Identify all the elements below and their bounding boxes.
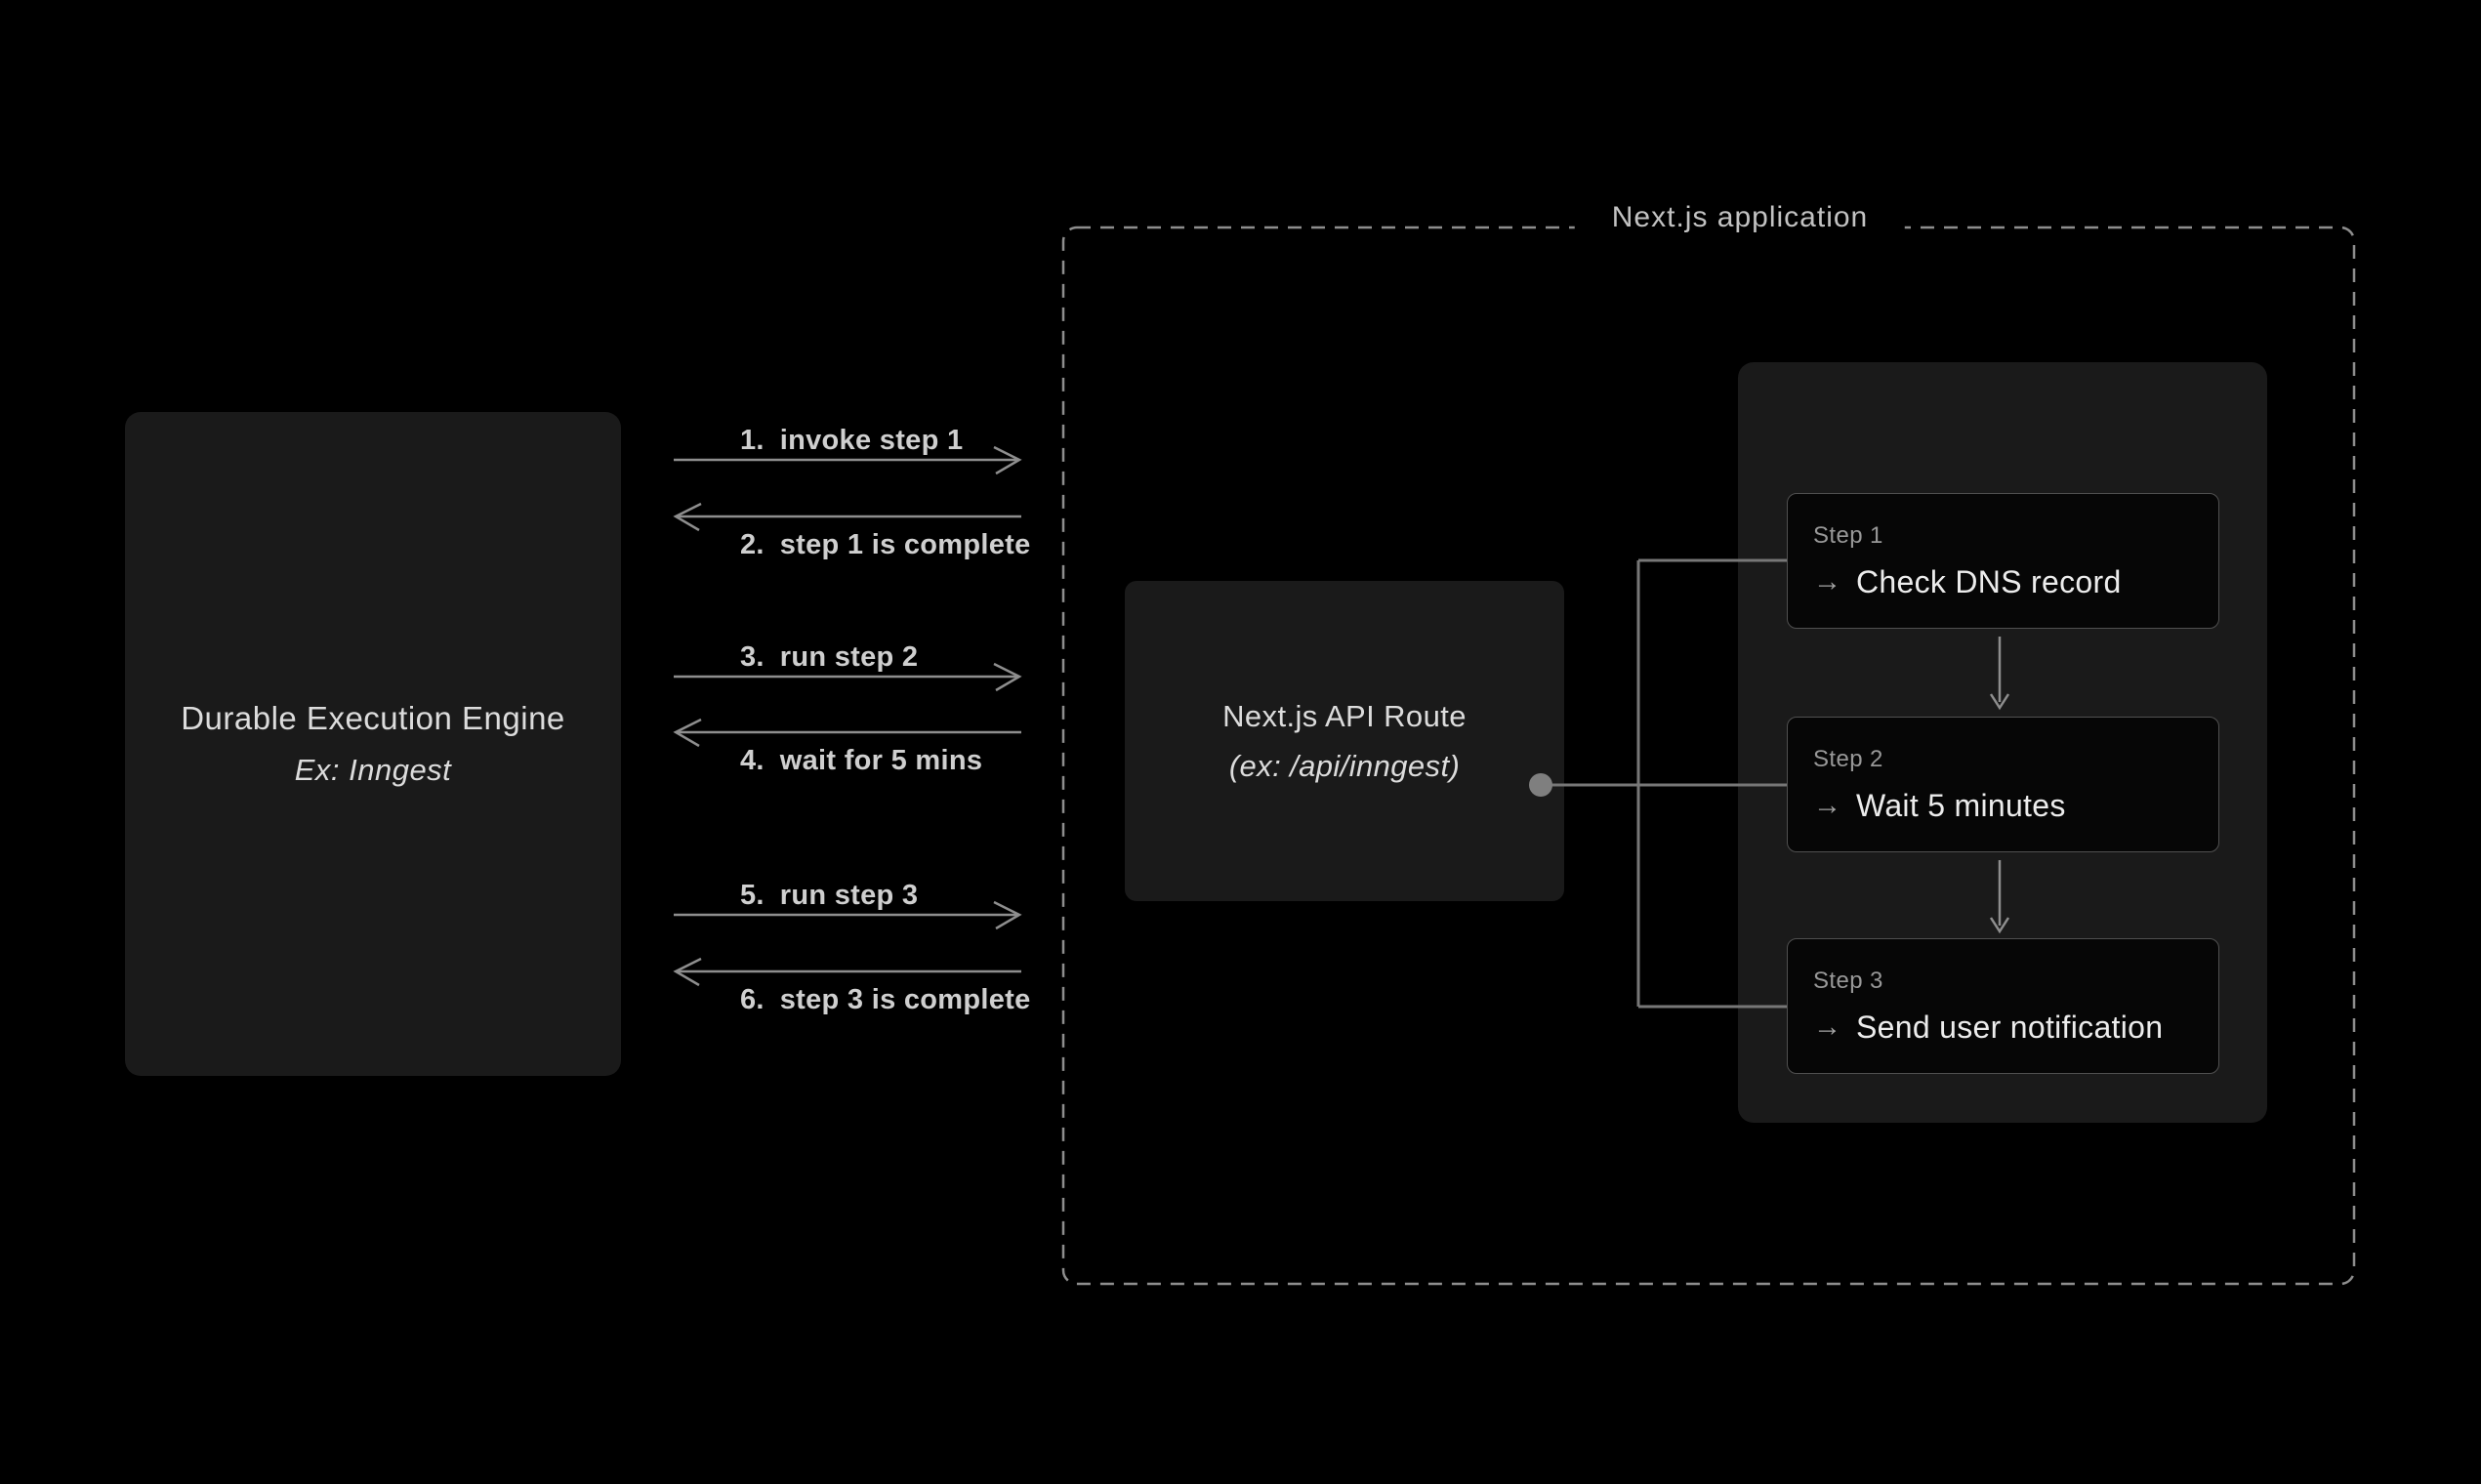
step-card-2: Step 2 → Wait 5 minutes [1787, 717, 2219, 852]
engine-title: Durable Execution Engine [181, 700, 565, 736]
nextjs-app-label: Next.js application [1574, 197, 1906, 238]
message-label-4: 4. wait for 5 mins [740, 746, 982, 775]
message-label-3: 3. run step 2 [740, 642, 918, 672]
api-route-subtitle: (ex: /api/inngest) [1228, 748, 1461, 783]
step-action-row: → Send user notification [1813, 1010, 2218, 1046]
arrow-right-icon [674, 445, 1022, 475]
arrow-left-icon [673, 718, 1021, 748]
message-number: 2. [740, 529, 765, 560]
step-label: Step 2 [1813, 745, 1883, 772]
arrow-left-icon [673, 502, 1021, 532]
durable-function-box: Durable Function Step 1 → Check DNS reco… [1738, 362, 2267, 1123]
message-number: 4. [740, 745, 765, 776]
message-text: step 1 is complete [779, 529, 1031, 560]
step-card-3: Step 3 → Send user notification [1787, 938, 2219, 1074]
step-action-text: Check DNS record [1856, 563, 2122, 599]
message-number: 5. [740, 880, 765, 911]
step-label: Step 1 [1813, 521, 1883, 549]
step-action-text: Wait 5 minutes [1856, 787, 2066, 823]
arrow-right-icon: → [1813, 1010, 1841, 1043]
step-label: Step 3 [1813, 967, 1883, 994]
message-text: run step 2 [779, 641, 919, 673]
message-number: 1. [740, 425, 765, 456]
engine-subtitle: Ex: Inngest [294, 753, 452, 787]
step-action-text: Send user notification [1856, 1009, 2164, 1045]
arrow-right-icon: → [1813, 789, 1841, 821]
api-route-title: Next.js API Route [1222, 698, 1467, 733]
arrow-right-icon [674, 662, 1022, 692]
message-label-2: 2. step 1 is complete [740, 530, 1031, 559]
message-text: wait for 5 mins [779, 745, 983, 776]
arrow-right-icon: → [1813, 565, 1841, 598]
message-number: 3. [740, 641, 765, 673]
message-text: invoke step 1 [779, 425, 964, 456]
arrow-left-icon [673, 957, 1021, 987]
arrow-right-icon [674, 900, 1022, 930]
message-label-6: 6. step 3 is complete [740, 985, 1031, 1014]
message-label-5: 5. run step 3 [740, 881, 918, 910]
message-text: step 3 is complete [779, 984, 1031, 1015]
step-action-row: → Wait 5 minutes [1813, 788, 2218, 824]
step-action-row: → Check DNS record [1813, 564, 2218, 600]
message-text: run step 3 [779, 880, 919, 911]
message-label-1: 1. invoke step 1 [740, 426, 963, 455]
nextjs-api-route-box: Next.js API Route (ex: /api/inngest) [1125, 581, 1564, 901]
message-number: 6. [740, 984, 765, 1015]
step-card-1: Step 1 → Check DNS record [1787, 493, 2219, 629]
durable-execution-engine-box: Durable Execution Engine Ex: Inngest [125, 412, 621, 1076]
